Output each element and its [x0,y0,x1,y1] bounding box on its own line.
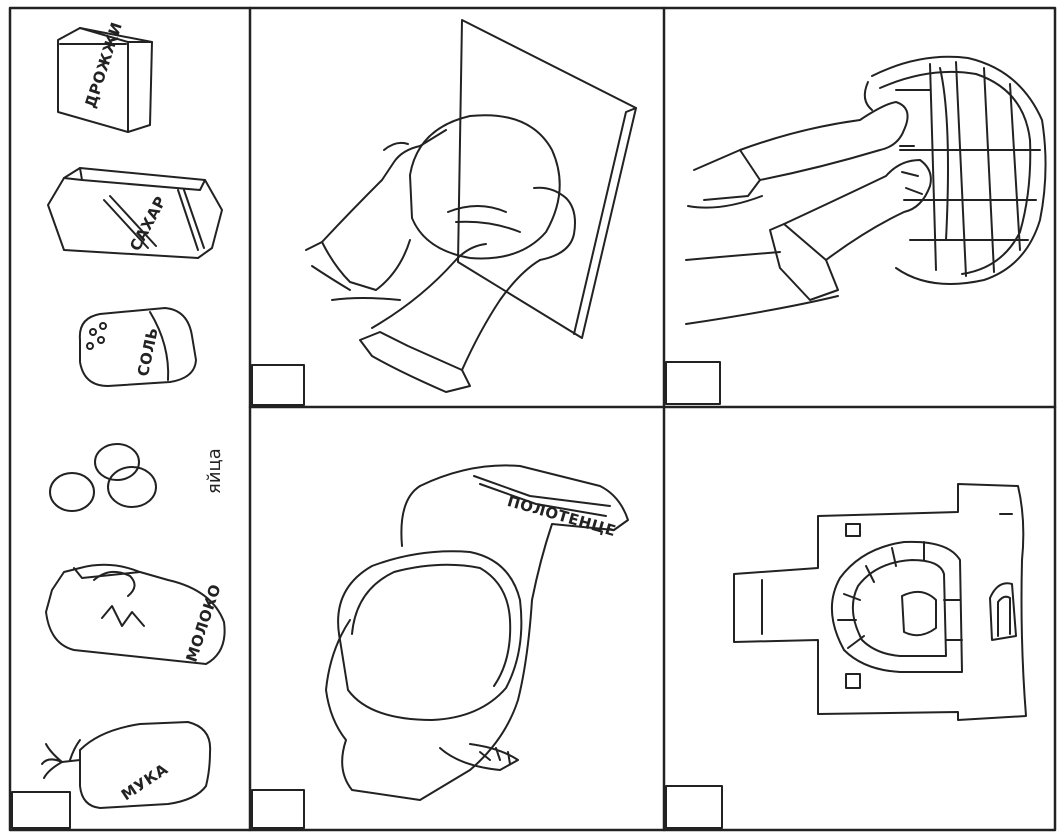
answer-box-kneading-tub[interactable] [666,362,720,404]
answer-box-loaf-towel[interactable] [252,790,304,828]
salt-shaker-icon: СОЛЬ [80,308,196,386]
kneading-tub-illustration [686,57,1046,324]
grid-frame [10,8,1055,830]
eggs-icon: яйца [50,444,225,511]
yeast-label: ДРОЖЖИ [81,20,126,111]
sugar-label: САХАР [126,193,170,254]
yeast-box-icon: ДРОЖЖИ [58,20,152,132]
salt-label: СОЛЬ [134,326,162,378]
answer-box-ingredients[interactable] [12,792,70,828]
milk-jug-icon: МОЛОКО [46,565,225,664]
dough-board-illustration [306,20,636,392]
answer-box-dough-board[interactable] [252,365,304,405]
flour-label: МУКА [118,760,171,804]
loaf-towel-illustration: ПОЛОТЕНЦЕ [326,465,628,800]
stove-illustration [734,484,1026,720]
sugar-pack-icon: САХАР [48,168,222,258]
answer-box-stove[interactable] [666,786,722,828]
eggs-label: яйца [204,448,225,494]
